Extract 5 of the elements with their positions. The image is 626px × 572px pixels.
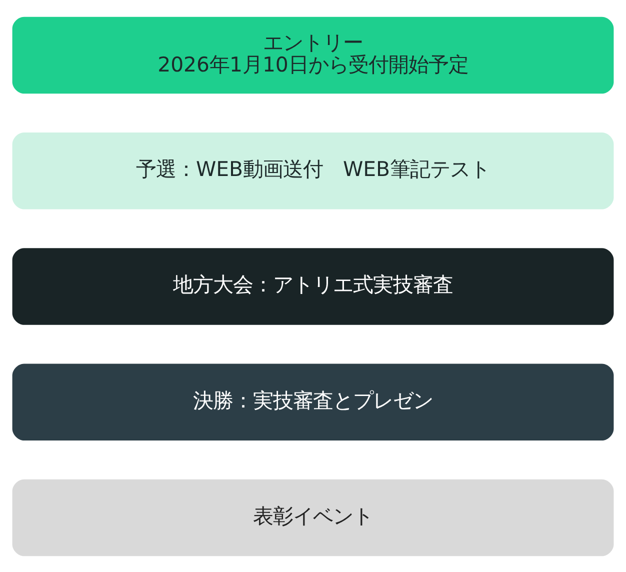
node-box: 表彰イベント [12, 478, 614, 556]
node-box: 決勝：実技審査とプレゼン [12, 363, 614, 440]
node-box: エントリー 2026年1月10日から受付開始予定 [12, 16, 614, 94]
node-box: 地方大会：アトリエ式実技審査 [12, 248, 614, 324]
node-box: 予選：WEB動画送付 WEB筆記テスト [12, 132, 614, 209]
